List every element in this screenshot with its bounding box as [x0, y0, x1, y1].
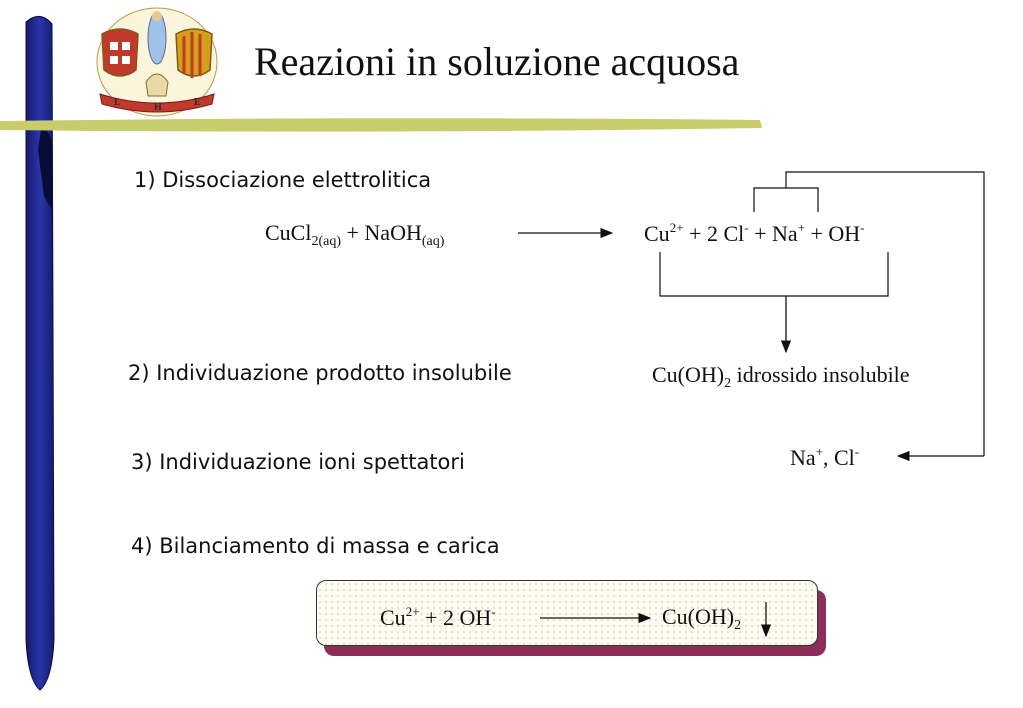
ion-cl-charge: -: [744, 220, 749, 235]
ions-equation: Cu2+ + 2 Cl- + Na+ + OH-: [644, 220, 865, 247]
step-2-label: 2) Individuazione prodotto insolubile: [128, 361, 512, 385]
step-3-label: 3) Individuazione ioni spettatori: [131, 450, 465, 474]
spectator-cl-charge: -: [854, 444, 860, 459]
net-oh: + 2 OH: [419, 605, 492, 630]
insoluble-desc: idrossido insolubile: [731, 362, 910, 387]
left-vertical-bar: [25, 16, 55, 691]
svg-text:H: H: [154, 102, 162, 113]
ion-cu: Cu: [644, 221, 670, 246]
result-box: [316, 580, 818, 646]
spectator-cl: , Cl: [823, 445, 855, 470]
left-bar-notch: [38, 122, 52, 210]
spectator-na-charge: +: [815, 444, 823, 459]
ion-oh-charge: -: [860, 220, 865, 235]
net-oh-charge: -: [491, 604, 496, 619]
net-ionic-product: Cu(OH)2: [662, 604, 741, 634]
reactants-equation: CuCl2(aq) + NaOH(aq): [265, 220, 444, 250]
insoluble-product: Cu(OH)2 idrossido insolubile: [652, 362, 910, 392]
reactant-naoh-sub: (aq): [421, 234, 445, 249]
net-cu-charge: 2+: [405, 604, 420, 619]
svg-text:L: L: [114, 97, 121, 108]
net-cu: Cu: [380, 605, 406, 630]
ion-cl: + 2 Cl: [683, 221, 745, 246]
step-4-label: 4) Bilanciamento di massa e carica: [131, 534, 500, 558]
reactant-naoh: + NaOH: [341, 220, 422, 245]
spectator-na: Na: [790, 445, 816, 470]
spectator-ions: Na+, Cl-: [790, 444, 859, 471]
reactant-cucl: CuCl: [265, 220, 312, 245]
slide-title: Reazioni in soluzione acquosa: [254, 39, 740, 84]
reactant-cucl-sub: 2(aq): [311, 234, 342, 249]
insoluble-formula: Cu(OH): [652, 362, 725, 387]
ion-cu-charge: 2+: [669, 220, 684, 235]
insoluble-sub: 2: [724, 376, 732, 391]
title-underline: [0, 118, 762, 132]
net-product-sub: 2: [734, 618, 742, 633]
ion-na: + Na: [748, 221, 798, 246]
svg-text:E: E: [194, 97, 201, 108]
step-1-label: 1) Dissociazione elettrolitica: [134, 168, 432, 192]
net-product: Cu(OH): [662, 604, 735, 629]
ion-oh: + OH: [804, 221, 861, 246]
net-ionic-reactants: Cu2+ + 2 OH-: [380, 604, 496, 631]
crest-logo: L H E: [96, 7, 218, 117]
ion-na-charge: +: [797, 220, 805, 235]
